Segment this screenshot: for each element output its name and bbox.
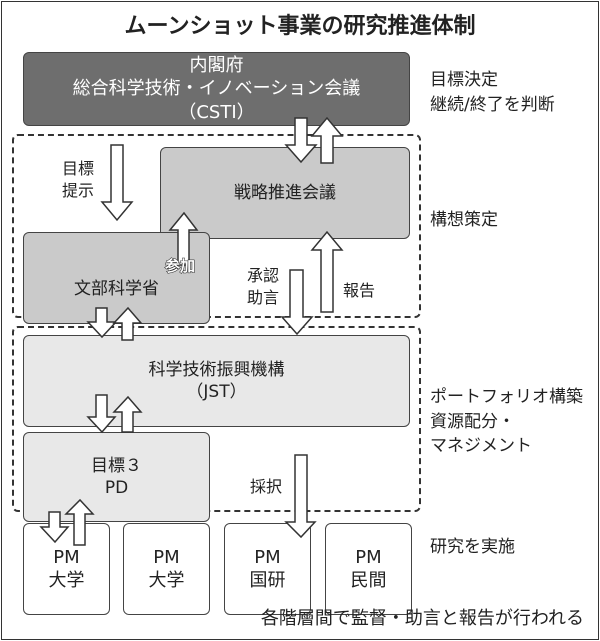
jst-note-line2: 資源配分・ bbox=[430, 411, 515, 432]
csti-note-line2: 継続/終了を判断 bbox=[430, 94, 555, 115]
approve-label-line1: 承認 bbox=[247, 266, 280, 285]
management-group bbox=[12, 326, 421, 512]
planning-group bbox=[12, 134, 421, 318]
csti-box: 内閣府 総合科学技術・イノベーション会議 （CSTI） bbox=[23, 52, 410, 126]
jst-line1: 科学技術振興機構 bbox=[148, 359, 285, 380]
pd-line1: 目標３ bbox=[91, 455, 142, 476]
goal-present-label: 目標 提示 bbox=[62, 158, 94, 203]
jst-side-note: ポートフォリオ構築 資源配分・ マネジメント bbox=[430, 385, 583, 459]
diagram-title: ムーンショット事業の研究推進体制 bbox=[124, 14, 476, 39]
report-label: 報告 bbox=[343, 281, 376, 300]
approve-advise-label: 承認 助言 bbox=[247, 265, 279, 310]
pm-affiliation: 国研 bbox=[249, 570, 286, 591]
pm-role: PM bbox=[53, 546, 80, 568]
mext-box: 文部科学省 bbox=[23, 232, 210, 324]
pm-box: PM 国研 bbox=[224, 523, 311, 615]
pm-role: PM bbox=[153, 546, 180, 568]
jst-note-line3: マネジメント bbox=[430, 436, 532, 457]
pm-box: PM 大学 bbox=[123, 523, 210, 615]
csti-line2: 総合科学技術・イノベーション会議 bbox=[72, 78, 361, 100]
pm-role: PM bbox=[254, 546, 281, 568]
strategy-council-label: 戦略推進会議 bbox=[234, 182, 336, 203]
jst-line2: （JST） bbox=[186, 382, 247, 402]
pm-affiliation: 大学 bbox=[148, 570, 185, 591]
goal-label-line2: 提示 bbox=[62, 181, 95, 201]
jst-box: 科学技術振興機構 （JST） bbox=[23, 335, 410, 427]
jst-note-line1: ポートフォリオ構築 bbox=[430, 387, 583, 407]
participate-label: 参加 bbox=[164, 257, 196, 276]
csti-line3: （CSTI） bbox=[178, 101, 255, 123]
pm-affiliation: 民間 bbox=[350, 570, 387, 591]
pm-role: PM bbox=[355, 546, 382, 568]
pm-side-note: 研究を実施 bbox=[430, 537, 515, 557]
strategy-council-box: 戦略推進会議 bbox=[160, 147, 410, 239]
csti-side-note: 目標決定 継続/終了を判断 bbox=[430, 68, 555, 117]
pm-box: PM 民間 bbox=[325, 523, 412, 615]
csti-line1: 内閣府 bbox=[189, 54, 244, 76]
strategy-side-note: 構想策定 bbox=[430, 210, 498, 230]
pd-box: 目標３ PD bbox=[23, 432, 210, 522]
approve-label-line2: 助言 bbox=[247, 288, 280, 308]
pm-box: PM 大学 bbox=[23, 523, 110, 615]
pm-affiliation: 大学 bbox=[48, 570, 85, 591]
csti-note-line1: 目標決定 bbox=[430, 70, 498, 90]
adopt-label: 採択 bbox=[250, 477, 283, 496]
pd-line2: PD bbox=[104, 478, 129, 498]
goal-label-line1: 目標 bbox=[62, 159, 95, 178]
mext-label: 文部科学省 bbox=[74, 278, 159, 299]
footer-note: 各階層間で監督・助言と報告が行われる bbox=[260, 608, 584, 629]
